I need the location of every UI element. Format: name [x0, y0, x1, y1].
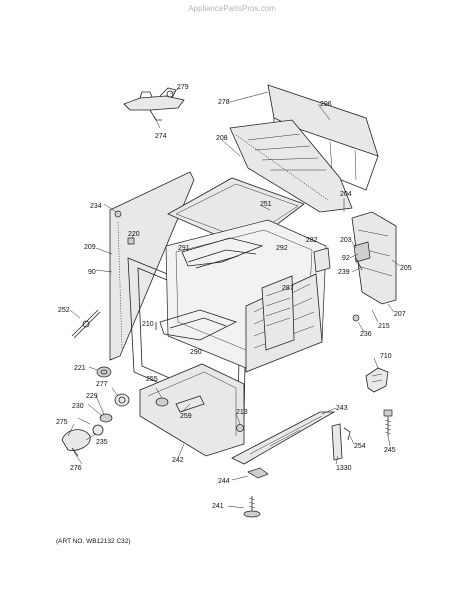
callout-90: 90: [88, 269, 96, 276]
callout-labels: 279 274 278 296 208 204 234 251 220 291 …: [56, 84, 412, 510]
receptacle-282-drawing: [313, 247, 331, 273]
callout-254: 254: [354, 443, 366, 450]
callout-291: 291: [178, 245, 190, 252]
callout-275: 275: [56, 419, 68, 426]
leader-lines: [67, 87, 401, 509]
callout-220: 220: [128, 231, 140, 238]
callout-243: 243: [336, 405, 348, 412]
side-bracket-drawing: [351, 211, 397, 305]
leveling-leg-drawing: [243, 467, 269, 518]
callout-208: 208: [216, 135, 228, 142]
screw-234-drawing: [114, 210, 122, 218]
callout-242: 242: [172, 457, 184, 464]
backguard-drawing: [229, 84, 379, 213]
art-number: (ART NO. WB12132 C32): [56, 538, 131, 545]
rail-243-drawing: [231, 411, 336, 465]
callout-209: 209: [84, 244, 96, 251]
light-socket-cluster-drawing: [61, 413, 113, 457]
callout-210: 210: [142, 321, 154, 328]
callout-92: 92: [342, 255, 350, 262]
callout-287: 287: [282, 285, 294, 292]
callout-234: 234: [90, 203, 102, 210]
callout-203: 203: [340, 237, 352, 244]
callout-204: 204: [340, 191, 352, 198]
callout-235: 235: [96, 439, 108, 446]
callout-259: 259: [180, 413, 192, 420]
callout-244: 244: [218, 478, 230, 485]
door-lock-assembly-drawing: [123, 87, 185, 121]
clip-254-drawing: [343, 427, 351, 441]
ring-221-drawing: [96, 366, 112, 378]
oven-cabinet-drawing: [109, 171, 327, 457]
callout-251: 251: [260, 201, 272, 208]
callout-207: 207: [394, 311, 406, 318]
callout-241: 241: [212, 503, 224, 510]
callout-296: 296: [320, 101, 332, 108]
part-236-drawing: [352, 314, 360, 322]
callout-276: 276: [70, 465, 82, 472]
callout-290: 290: [190, 349, 202, 356]
bracket-1330-drawing: [331, 423, 343, 461]
callout-215: 215: [378, 323, 390, 330]
callout-1330: 1330: [336, 465, 352, 472]
callout-245: 245: [384, 447, 396, 454]
callout-277: 277: [96, 381, 108, 388]
callout-252: 252: [58, 307, 70, 314]
bracket-710-drawing: [365, 367, 389, 393]
callout-278: 278: [218, 99, 230, 106]
callout-213: 213: [236, 409, 248, 416]
callout-205: 205: [400, 265, 412, 272]
callout-710: 710: [380, 353, 392, 360]
callout-236: 236: [360, 331, 372, 338]
watermark-text: AppliancePartsPros.com: [188, 4, 276, 13]
callout-292: 292: [276, 245, 288, 252]
callout-229: 229: [86, 393, 98, 400]
callout-239: 239: [338, 269, 350, 276]
callout-279: 279: [177, 84, 189, 91]
screw-245-drawing: [383, 409, 393, 436]
knob-277-drawing: [114, 393, 130, 407]
sensor-probe-252-drawing: [71, 309, 101, 339]
clip-220-drawing: [127, 237, 135, 245]
callout-221: 221: [74, 365, 86, 372]
callout-274: 274: [155, 133, 167, 140]
callout-230: 230: [72, 403, 84, 410]
callout-255: 255: [146, 376, 158, 383]
callout-282: 282: [306, 237, 318, 244]
